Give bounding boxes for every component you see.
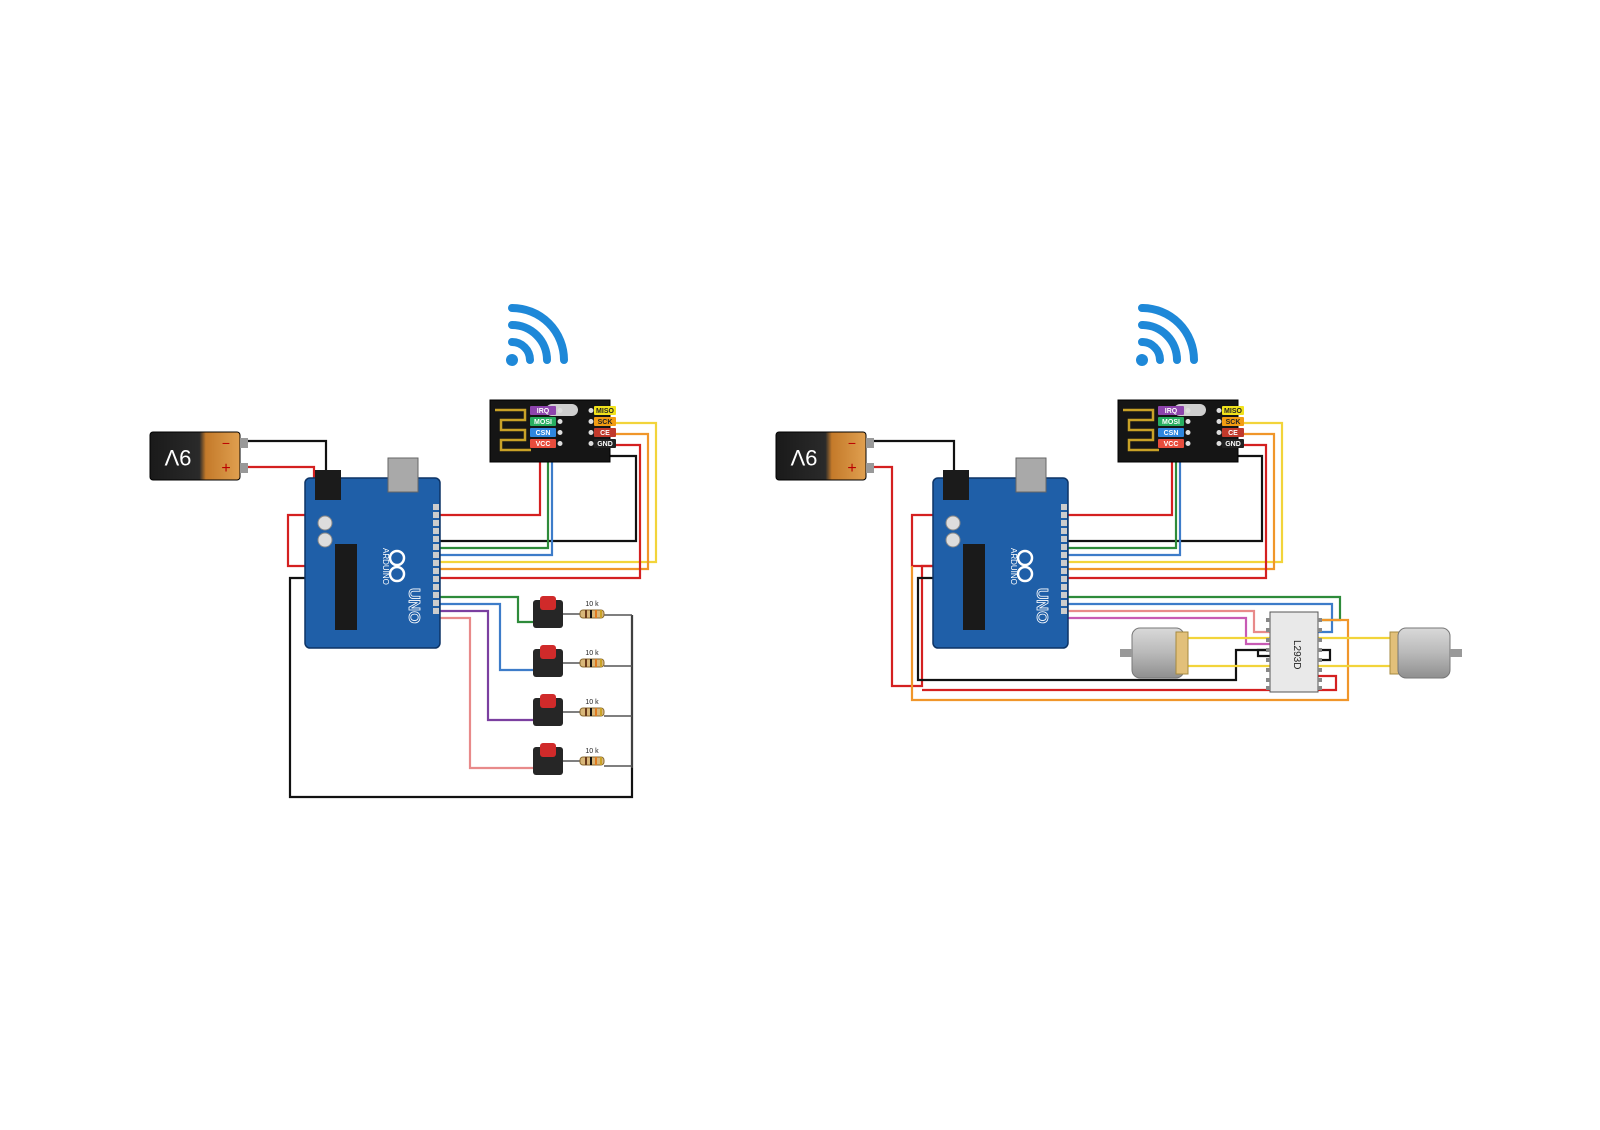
battery-black-wire: [240, 439, 328, 478]
radio-pin-label: VCC: [1164, 441, 1179, 448]
button4-pink-wire: [438, 616, 533, 770]
radio-ce-wire: [438, 443, 642, 580]
battery-red-wire: [240, 465, 316, 478]
l293d-driver-ic: L293D: [1266, 611, 1322, 693]
transmitter-diagram: 9V − + ARDUINO UNO: [149, 304, 658, 799]
radio-gnd-wire: [438, 454, 638, 543]
battery-minus-sign: −: [848, 435, 856, 451]
battery-9v: 9V − +: [149, 431, 248, 481]
radio-pin-mosi: MOSI: [1158, 417, 1191, 426]
arduino-uno-board: ARDUINO UNO: [932, 457, 1069, 649]
radio-pin-irq: IRQ: [530, 406, 563, 415]
push-button-group: 10 k 10 k 10 k 10 k: [533, 596, 605, 775]
ground-black-wire: [916, 576, 1270, 682]
radio-sck-wire: [1066, 432, 1276, 571]
radio-pin-ce: CE: [1216, 428, 1244, 437]
radio-pin-label: CSN: [536, 430, 551, 437]
driver-pink-wire: [1066, 609, 1270, 634]
nrf24-radio-module: IRQ MISO MOSI SCK CSN CE VCC GND: [489, 399, 616, 463]
radio-pin-label: MOSI: [534, 419, 552, 426]
battery-plus-sign: +: [221, 460, 230, 477]
arduino-uno-board: ARDUINO UNO: [304, 457, 441, 649]
driver-ic-label: L293D: [1291, 640, 1302, 669]
radio-pin-label: GND: [597, 441, 613, 448]
battery-red-wire: [866, 465, 933, 688]
radio-pin-label: CE: [600, 430, 610, 437]
push-button: [533, 743, 580, 775]
radio-pin-label: SCK: [1226, 419, 1241, 426]
driver-orange-wire: [910, 566, 1350, 702]
radio-pin-label: MISO: [1224, 408, 1242, 415]
radio-pin-vcc: VCC: [530, 439, 563, 448]
dc-motor-left: [1120, 627, 1189, 679]
radio-pin-sck: SCK: [588, 417, 616, 426]
arduino-logo: [1016, 549, 1034, 583]
transmitter-wires: [240, 421, 658, 799]
nrf24-radio-module: IRQ MISO MOSI SCK CSN CE VCC GND: [1117, 399, 1244, 463]
resistor-10k: 10 k: [579, 748, 605, 766]
battery-9v: 9V − +: [775, 431, 874, 481]
board-brand-label: ARDUINO: [1009, 548, 1018, 585]
resistor-10k: 10 k: [579, 650, 605, 668]
radio-pin-irq: IRQ: [1158, 406, 1191, 415]
button2-blue-wire: [438, 602, 533, 672]
driver-purple-wire: [1066, 616, 1270, 646]
resistor-label: 10 k: [585, 650, 599, 657]
button3-purple-wire: [438, 609, 533, 722]
resistor-label: 10 k: [585, 748, 599, 755]
dc-motor-right: [1389, 627, 1462, 679]
radio-pin-miso: MISO: [588, 406, 616, 415]
radio-pin-gnd: GND: [588, 439, 616, 448]
resistor-10k: 10 k: [579, 699, 605, 717]
push-button: [533, 645, 580, 677]
board-model-label: UNO: [405, 588, 422, 624]
wifi-icon: [506, 304, 568, 366]
button1-green-wire: [438, 595, 533, 624]
radio-pin-label: MISO: [596, 408, 614, 415]
radio-pin-vcc: VCC: [1158, 439, 1191, 448]
resistor-10k: 10 k: [579, 601, 605, 619]
radio-pin-label: CSN: [1164, 430, 1179, 437]
radio-pin-csn: CSN: [1158, 428, 1191, 437]
battery-minus-sign: −: [222, 435, 230, 451]
push-button: [533, 694, 580, 726]
radio-pin-gnd: GND: [1216, 439, 1244, 448]
battery-black-wire: [866, 439, 956, 478]
resistor-label: 10 k: [585, 601, 599, 608]
push-button: [533, 596, 580, 628]
radio-pin-label: IRQ: [537, 408, 550, 415]
receiver-diagram: 9V − + ARDUINO UNO: [775, 304, 1462, 702]
radio-gnd-wire: [1066, 454, 1264, 543]
wifi-icon: [1136, 304, 1198, 366]
radio-pin-csn: CSN: [530, 428, 563, 437]
radio-pin-label: GND: [1225, 441, 1241, 448]
radio-pin-sck: SCK: [1216, 417, 1244, 426]
battery-plus-sign: +: [847, 460, 856, 477]
driver-red-wire: [922, 674, 1338, 692]
radio-ce-wire: [1066, 443, 1268, 580]
board-model-label: UNO: [1033, 588, 1050, 624]
resistor-label: 10 k: [585, 699, 599, 706]
radio-pin-label: VCC: [536, 441, 551, 448]
arduino-logo: [388, 549, 406, 583]
battery-label: 9V: [164, 445, 191, 470]
radio-pin-mosi: MOSI: [530, 417, 563, 426]
radio-sck-wire: [438, 432, 650, 571]
radio-pin-label: CE: [1228, 430, 1238, 437]
battery-label: 9V: [790, 445, 817, 470]
radio-pin-ce: CE: [588, 428, 616, 437]
radio-miso-wire: [1066, 421, 1284, 564]
radio-pin-label: IRQ: [1165, 408, 1178, 415]
receiver-wires: [866, 421, 1398, 702]
radio-miso-wire: [438, 421, 658, 564]
radio-pin-label: MOSI: [1162, 419, 1180, 426]
board-brand-label: ARDUINO: [381, 548, 390, 585]
radio-pin-label: SCK: [598, 419, 613, 426]
radio-pin-miso: MISO: [1216, 406, 1244, 415]
driver-blue-wire: [1066, 602, 1334, 634]
